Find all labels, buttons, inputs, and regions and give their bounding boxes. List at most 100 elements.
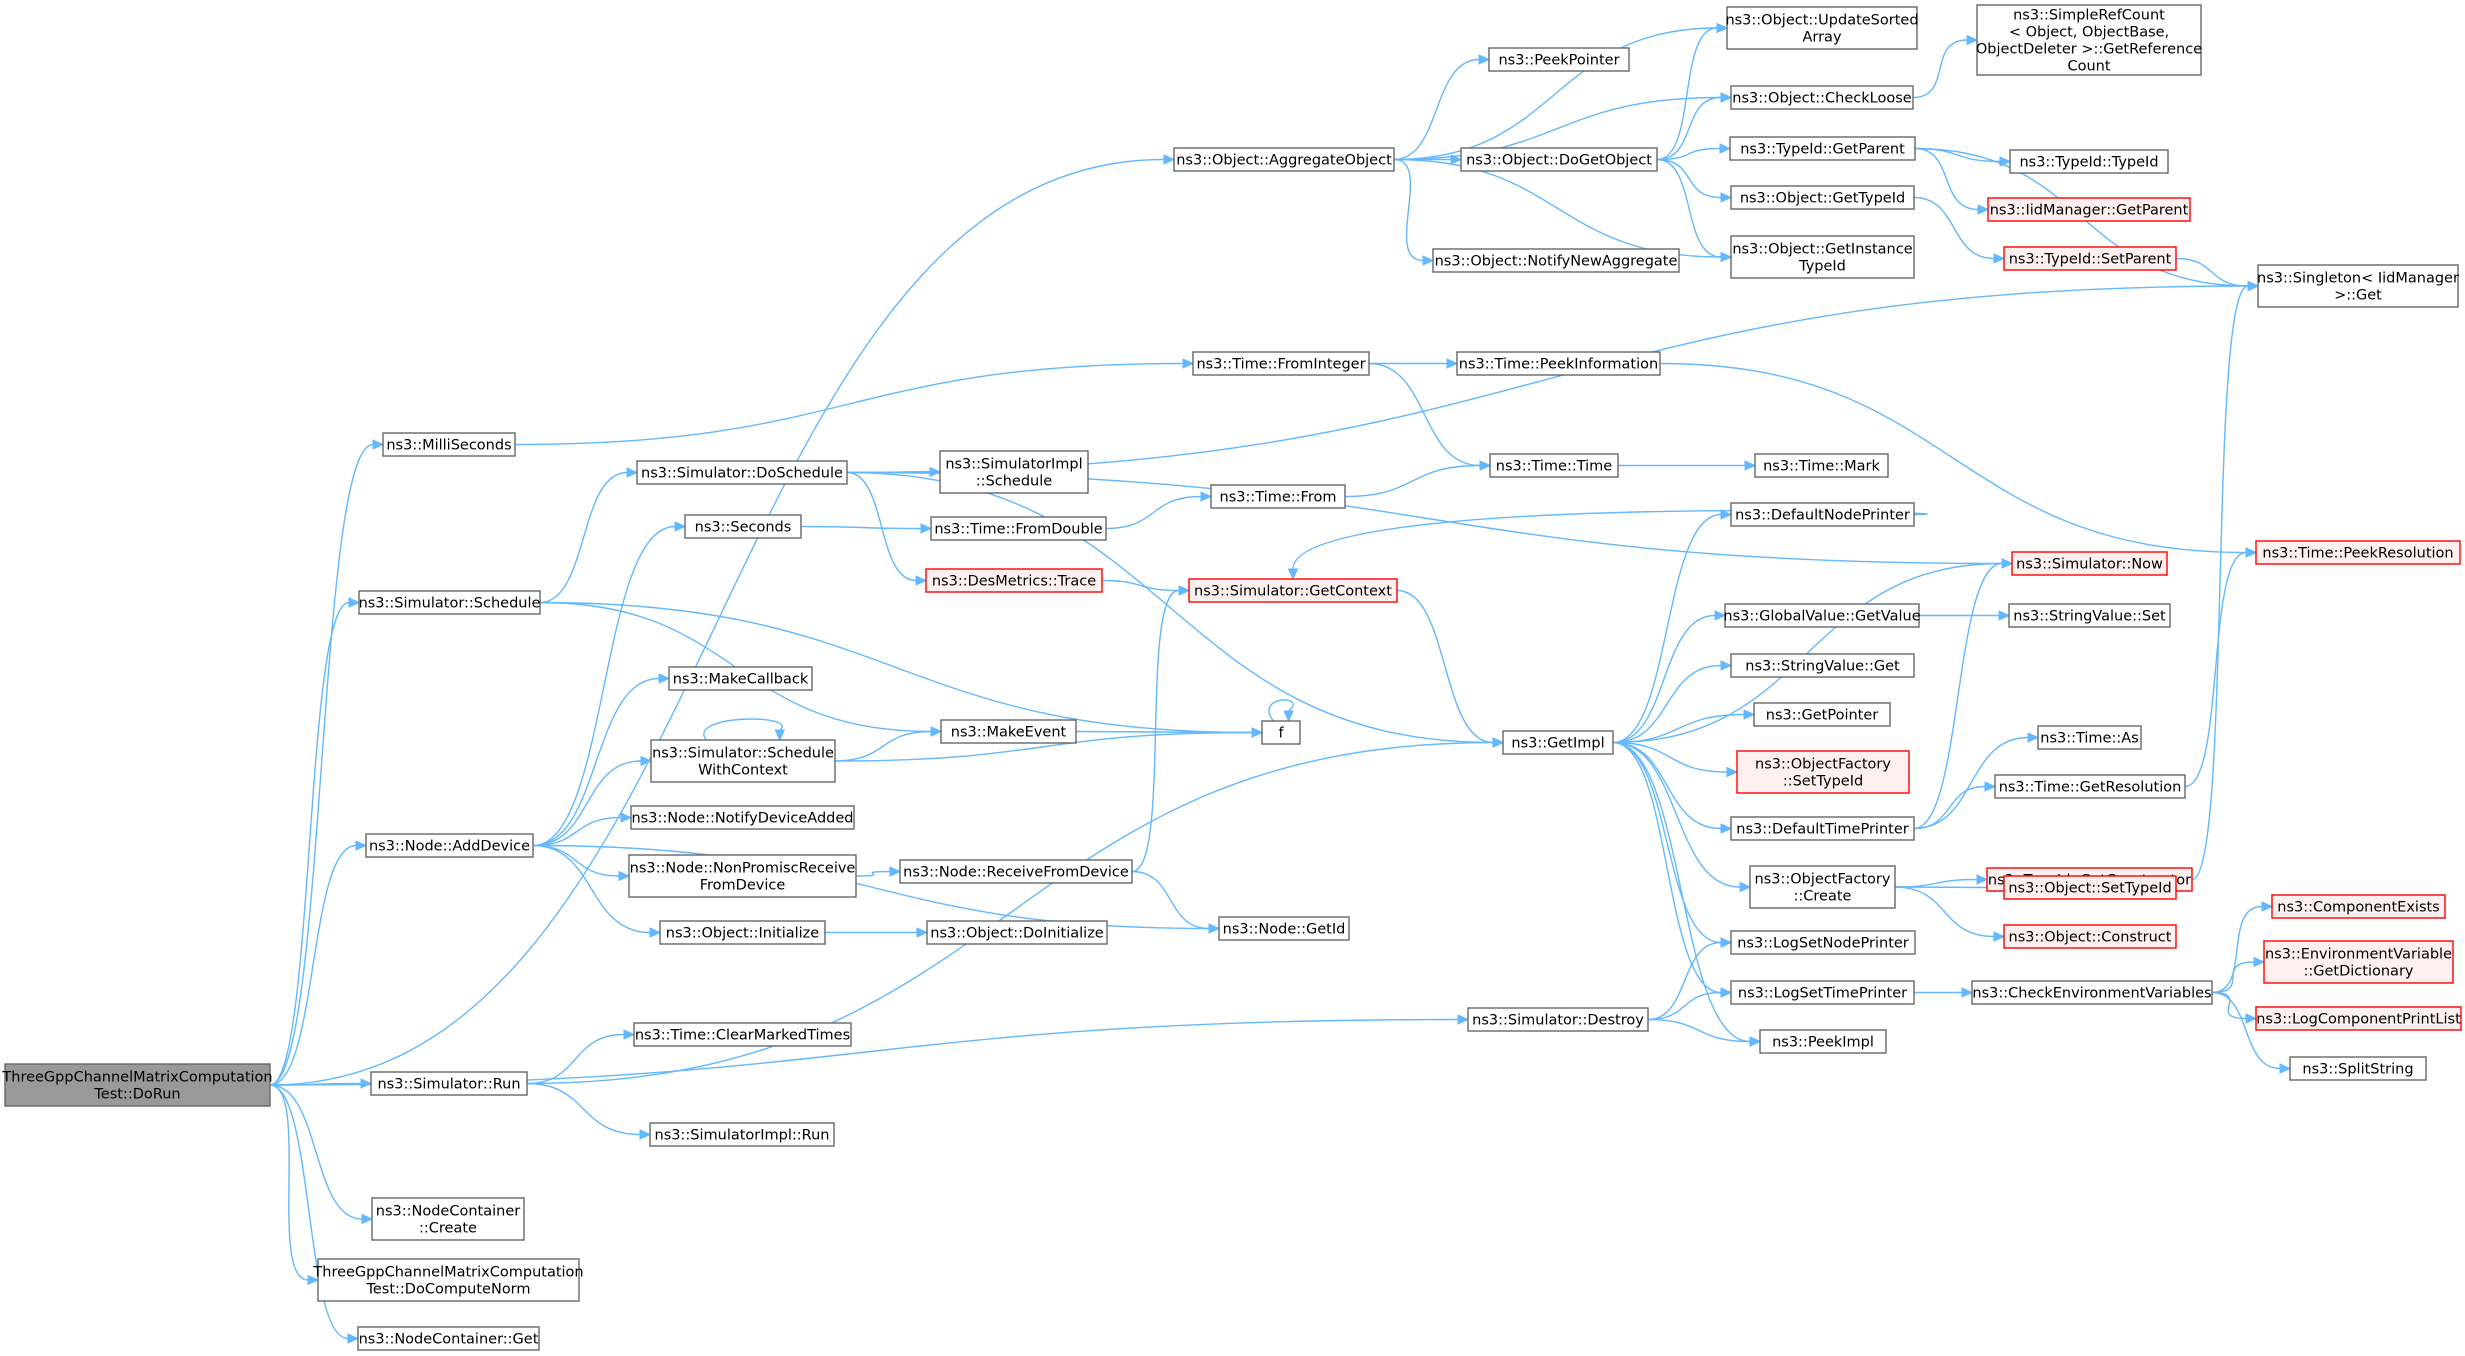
node-label: ns3::Object::DoGetObject <box>1466 153 1652 169</box>
edge-getimpl-to-defaultnodeprinter <box>1612 509 1733 744</box>
node-checkloose[interactable]: ns3::Object::CheckLoose <box>1730 85 1914 110</box>
node-objdoinitialize[interactable]: ns3::Object::DoInitialize <box>926 920 1108 945</box>
node-box <box>1173 147 1395 172</box>
node-label: ns3::IidManager::GetParent <box>1990 203 2189 219</box>
node-logsetnodeprinter[interactable]: ns3::LogSetNodePrinter <box>1730 930 1916 955</box>
node-box <box>1192 351 1370 376</box>
node-peekpointer[interactable]: ns3::PeekPointer <box>1488 47 1630 72</box>
edge-getimpl-to-defaulttimeprinter <box>1612 741 1733 834</box>
node-getcontext[interactable]: ns3::Simulator::GetContext <box>1188 578 1398 603</box>
node-simdestroy[interactable]: ns3::Simulator::Destroy <box>1467 1007 1649 1032</box>
node-notifydeviceadded[interactable]: ns3::Node::NotifyDeviceAdded <box>630 805 855 830</box>
node-box <box>2257 264 2459 308</box>
node-typeidgetparent[interactable]: ns3::TypeId::GetParent <box>1729 136 1916 161</box>
node-box <box>630 805 855 830</box>
node-makeevent[interactable]: ns3::MakeEvent <box>940 719 1077 744</box>
node-splitstring[interactable]: ns3::SplitString <box>2289 1056 2427 1081</box>
edge-objinitialize-to-objdoinitialize <box>825 927 929 938</box>
node-dogetobject[interactable]: ns3::Object::DoGetObject <box>1460 147 1658 172</box>
node-componentexists[interactable]: ns3::ComponentExists <box>2271 894 2446 919</box>
edge-defaulttimeprinter-to-timegetresolution <box>1913 781 1997 830</box>
node-fromdouble[interactable]: ns3::Time::FromDouble <box>930 516 1107 541</box>
node-seconds[interactable]: ns3::Seconds <box>684 514 802 539</box>
node-getpointer[interactable]: ns3::GetPointer <box>1753 702 1891 727</box>
node-adddevice[interactable]: ns3::Node::AddDevice <box>365 833 534 858</box>
node-simrun[interactable]: ns3::Simulator::Run <box>370 1071 528 1096</box>
node-globalgetvalue[interactable]: ns3::GlobalValue::GetValue <box>1723 603 1921 628</box>
node-timetime[interactable]: ns3::Time::Time <box>1489 453 1619 478</box>
node-receivefromdevice[interactable]: ns3::Node::ReceiveFromDevice <box>899 859 1133 884</box>
node-f[interactable]: f <box>1261 720 1301 745</box>
node-timeas[interactable]: ns3::Time::As <box>2037 725 2142 750</box>
node-ncget[interactable]: ns3::NodeContainer::Get <box>357 1326 540 1351</box>
node-logsettimeprinter[interactable]: ns3::LogSetTimePrinter <box>1730 980 1915 1005</box>
node-defaultnodeprinter[interactable]: ns3::DefaultNodePrinter <box>1730 502 1915 527</box>
node-label: ns3::Time::PeekResolution <box>2262 546 2453 562</box>
node-stringvalueset[interactable]: ns3::StringValue::Set <box>2008 603 2171 628</box>
node-makecallback[interactable]: ns3::MakeCallback <box>668 666 813 691</box>
node-label: ns3::SimulatorImpl <box>945 457 1082 473</box>
node-simimplschedule[interactable]: ns3::SimulatorImpl::Schedule <box>939 450 1089 494</box>
node-peekimpl[interactable]: ns3::PeekImpl <box>1759 1029 1887 1054</box>
edge-getimpl-to-logsettimeprinter <box>1612 741 1733 998</box>
node-stringvalueget[interactable]: ns3::StringValue::Get <box>1730 653 1915 678</box>
node-simplerefcount[interactable]: ns3::SimpleRefCount< Object, ObjectBase,… <box>1976 4 2202 76</box>
node-schedule[interactable]: ns3::Simulator::Schedule <box>358 590 541 615</box>
node-label: ns3::ComponentExists <box>2277 900 2440 916</box>
node-timemark[interactable]: ns3::Time::Mark <box>1754 453 1889 478</box>
node-docomputenorm[interactable]: ThreeGppChannelMatrixComputationTest::Do… <box>312 1258 584 1302</box>
node-label: ns3::LogSetTimePrinter <box>1738 986 1907 1002</box>
node-typeidsetparent[interactable]: ns3::TypeId::SetParent <box>2003 246 2177 271</box>
node-box <box>2011 551 2168 576</box>
node-getimpl[interactable]: ns3::GetImpl <box>1502 730 1614 755</box>
node-label: ns3::Time::FromDouble <box>934 522 1102 538</box>
edge-timefrom-to-timetime <box>1344 460 1492 498</box>
node-box <box>1971 980 2213 1005</box>
node-nodegetid[interactable]: ns3::Node::GetId <box>1218 916 1350 941</box>
node-peekinformation[interactable]: ns3::Time::PeekInformation <box>1456 351 1661 376</box>
node-milliseconds[interactable]: ns3::MilliSeconds <box>382 432 516 457</box>
edge-objfactorycreate-to-getconstructor <box>1894 874 1989 888</box>
node-envgetdictionary[interactable]: ns3::EnvironmentVariable::GetDictionary <box>2263 940 2454 984</box>
node-objsettypeid[interactable]: ns3::Object::SetTypeId <box>2003 875 2177 900</box>
node-box <box>365 833 534 858</box>
node-doschedule[interactable]: ns3::Simulator::DoSchedule <box>636 460 848 485</box>
node-logcomponentprintlist[interactable]: ns3::LogComponentPrintList <box>2255 1006 2462 1031</box>
node-label: ns3::TypeId::TypeId <box>2019 155 2158 171</box>
edge-schedule-to-doschedule <box>539 467 639 604</box>
node-clearmarkedtimes[interactable]: ns3::Time::ClearMarkedTimes <box>633 1022 852 1047</box>
edge-dogetobject-to-checkloose <box>1656 92 1733 161</box>
node-objgettypeid[interactable]: ns3::Object::GetTypeId <box>1730 185 1915 210</box>
node-timefrominteger[interactable]: ns3::Time::FromInteger <box>1192 351 1370 376</box>
node-objinitialize[interactable]: ns3::Object::Initialize <box>659 920 826 945</box>
node-objfactorycreate[interactable]: ns3::ObjectFactory::Create <box>1749 865 1896 909</box>
node-defaulttimeprinter[interactable]: ns3::DefaultTimePrinter <box>1730 816 1915 841</box>
node-desmetrics[interactable]: ns3::DesMetrics::Trace <box>925 568 1103 593</box>
node-simnow[interactable]: ns3::Simulator::Now <box>2011 551 2168 576</box>
node-singletonget[interactable]: ns3::Singleton< IidManager>::Get <box>2257 264 2459 308</box>
node-timegetresolution[interactable]: ns3::Time::GetResolution <box>1994 774 2186 799</box>
node-aggregate[interactable]: ns3::Object::AggregateObject <box>1173 147 1395 172</box>
node-root[interactable]: ThreeGppChannelMatrixComputationTest::Do… <box>1 1063 273 1107</box>
edge-root-to-nccreate <box>269 1084 374 1225</box>
node-peekresolution[interactable]: ns3::Time::PeekResolution <box>2255 540 2461 565</box>
node-objfactorysettypeid[interactable]: ns3::ObjectFactory::SetTypeId <box>1736 750 1910 794</box>
node-objconstruct[interactable]: ns3::Object::Construct <box>2003 924 2177 949</box>
node-notifynewaggregate[interactable]: ns3::Object::NotifyNewAggregate <box>1432 248 1680 273</box>
node-label: ns3::Simulator::Schedule <box>359 596 541 612</box>
edge-seconds-to-fromdouble <box>800 523 933 534</box>
node-box <box>1759 1029 1887 1054</box>
node-simimplrun[interactable]: ns3::SimulatorImpl::Run <box>649 1122 835 1147</box>
node-checkenv[interactable]: ns3::CheckEnvironmentVariables <box>1971 980 2213 1005</box>
node-iidgetparent[interactable]: ns3::IidManager::GetParent <box>1987 197 2191 222</box>
node-timefrom[interactable]: ns3::Time::From <box>1210 484 1346 509</box>
edge-defaulttimeprinter-to-simnow <box>1913 558 2014 830</box>
edge-aggregate-to-peekpointer <box>1393 54 1491 161</box>
node-typeidtypeid[interactable]: ns3::TypeId::TypeId <box>2009 149 2169 174</box>
node-box <box>382 432 516 457</box>
node-nccreate[interactable]: ns3::NodeContainer::Create <box>371 1197 525 1241</box>
